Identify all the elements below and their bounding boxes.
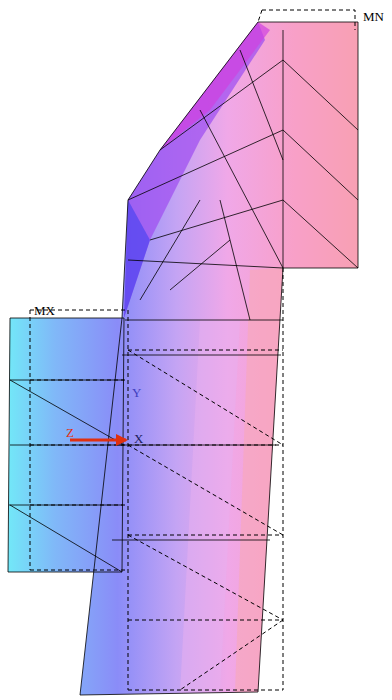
min-marker: MN: [363, 10, 384, 24]
undeformed-outline: [30, 10, 355, 690]
stress-zone: [160, 22, 270, 150]
wall-body: [80, 22, 358, 695]
contour-band: [235, 268, 283, 692]
mesh-lines: [8, 22, 358, 695]
axis-label: Y: [132, 386, 141, 400]
axis-label: X: [134, 432, 143, 446]
contour-band: [180, 320, 240, 693]
max-marker: MX: [34, 304, 55, 318]
axis-label: Z: [66, 426, 74, 440]
stress-zone: [124, 200, 150, 318]
triad-origin: [116, 434, 128, 446]
